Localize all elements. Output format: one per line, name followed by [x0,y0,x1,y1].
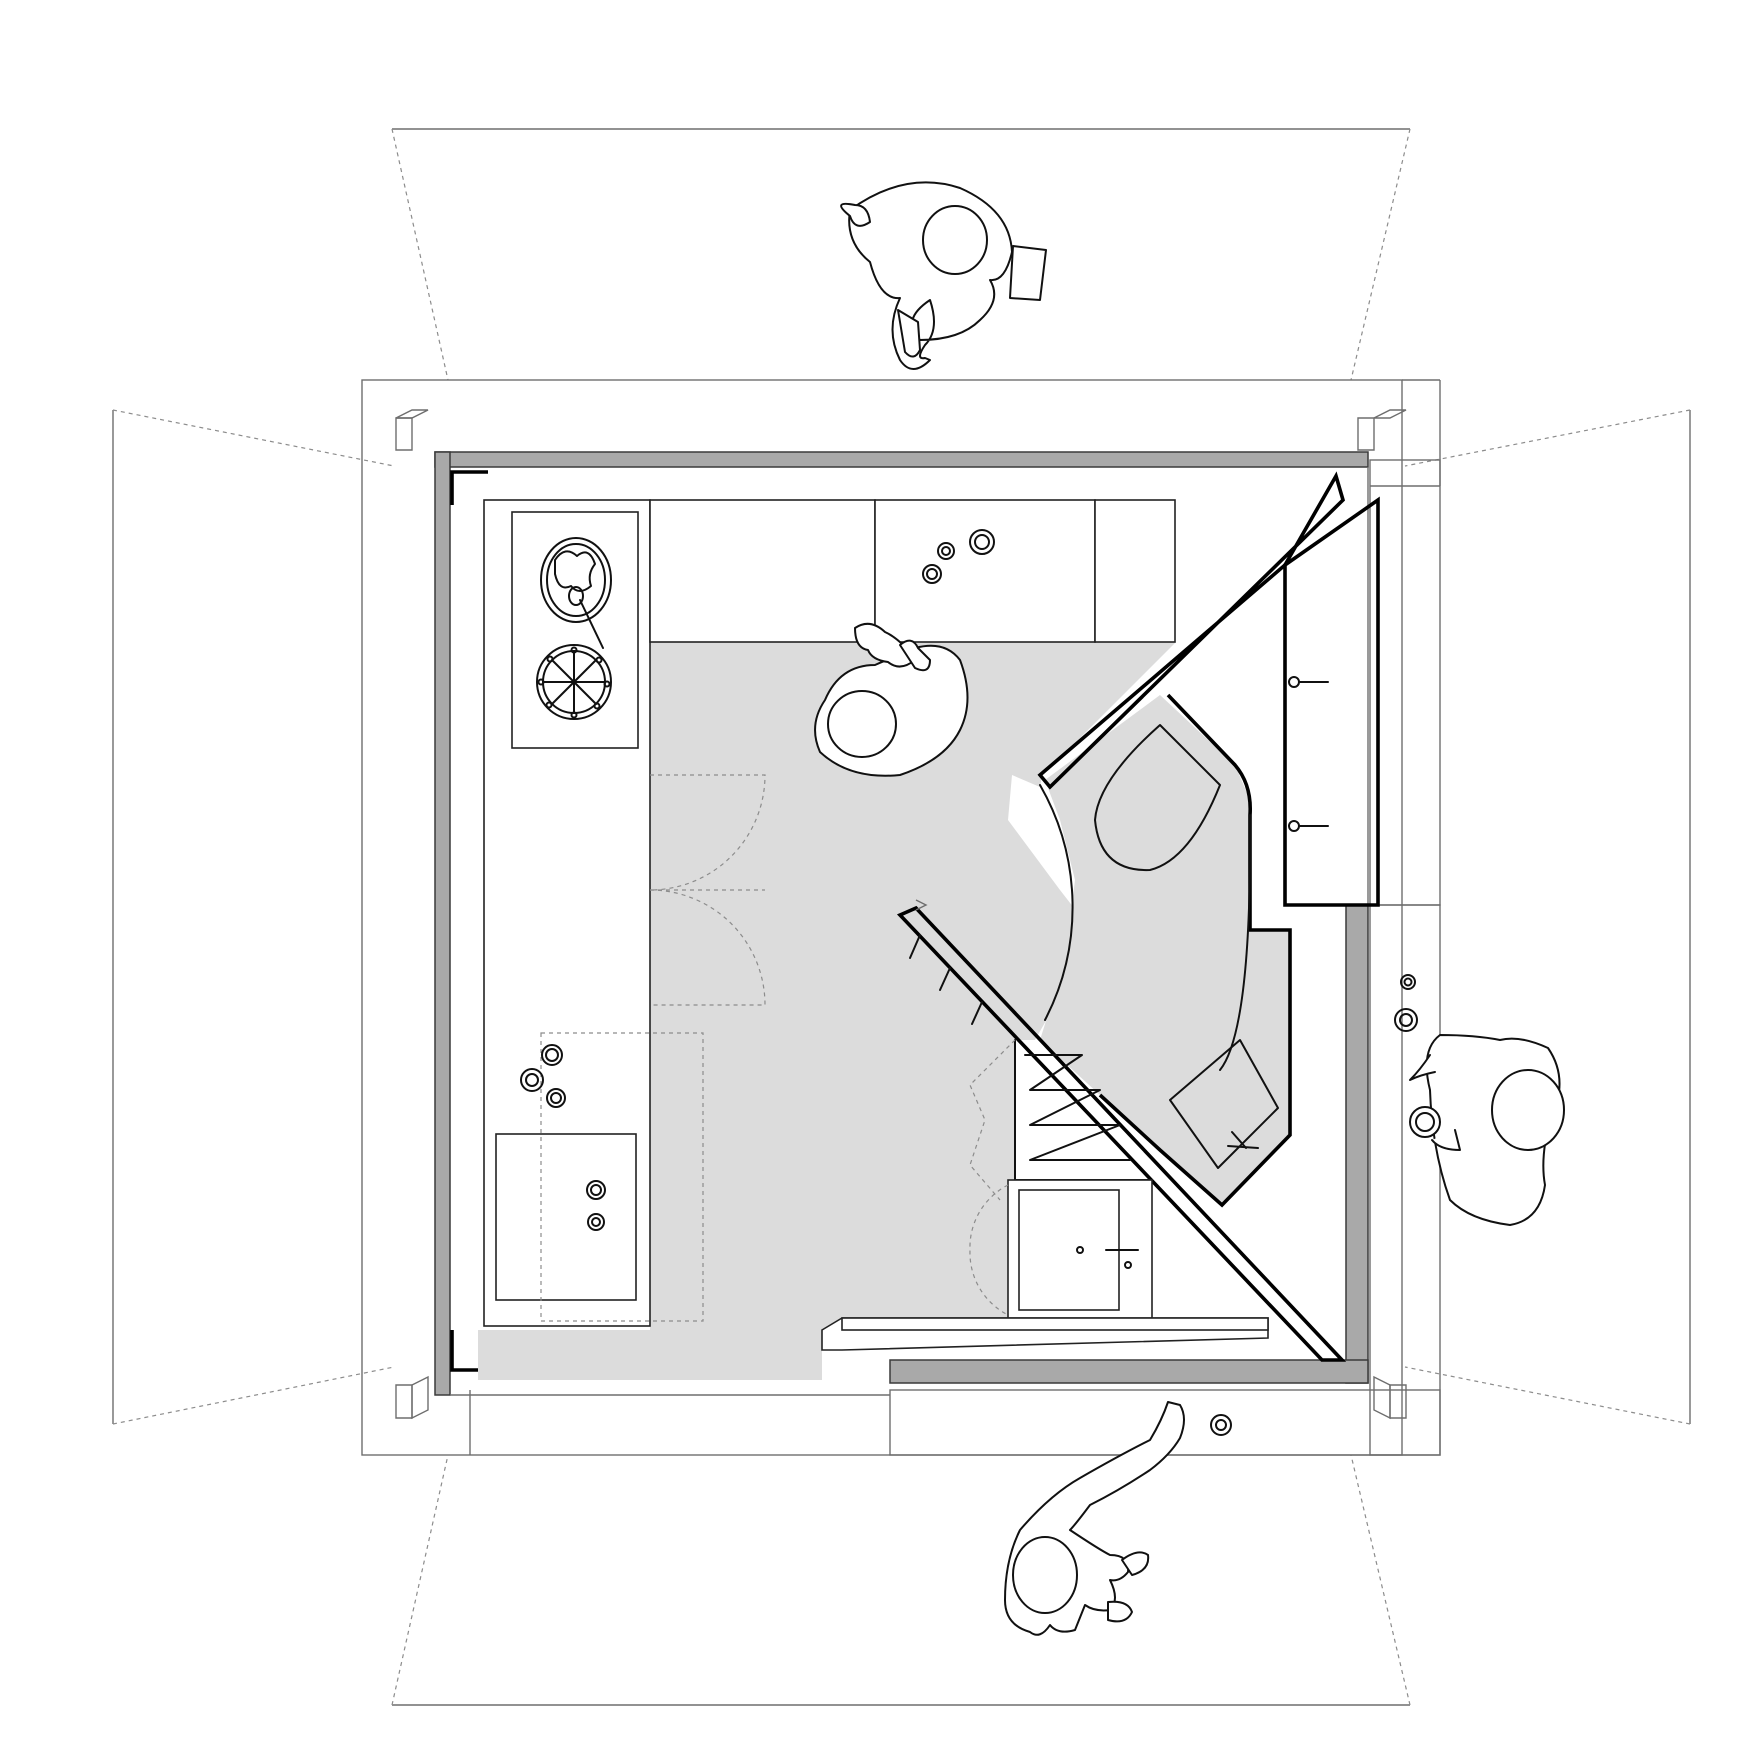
bathroom-wall [1037,471,1380,1208]
walls [434,451,1369,1396]
kitchen-counter [483,499,1176,1327]
toilet-icon [1094,724,1221,872]
tap-icon [1288,676,1329,832]
plate-icon [540,537,612,649]
projection-frames [112,128,1691,1706]
person-figure-icon [1409,1034,1565,1226]
cup-icon [1210,974,1418,1436]
cup-icon [922,529,995,584]
person-figure-icon [840,181,1047,370]
sink-icon [1169,1039,1279,1169]
person-figure-icon [1004,1401,1185,1636]
person-figure-icon [814,622,969,777]
pizza-icon [536,644,612,720]
cup-icon [520,1044,606,1231]
sink-cabinet [969,1179,1153,1321]
floor-area [478,642,1290,1380]
bench [821,1317,1269,1351]
